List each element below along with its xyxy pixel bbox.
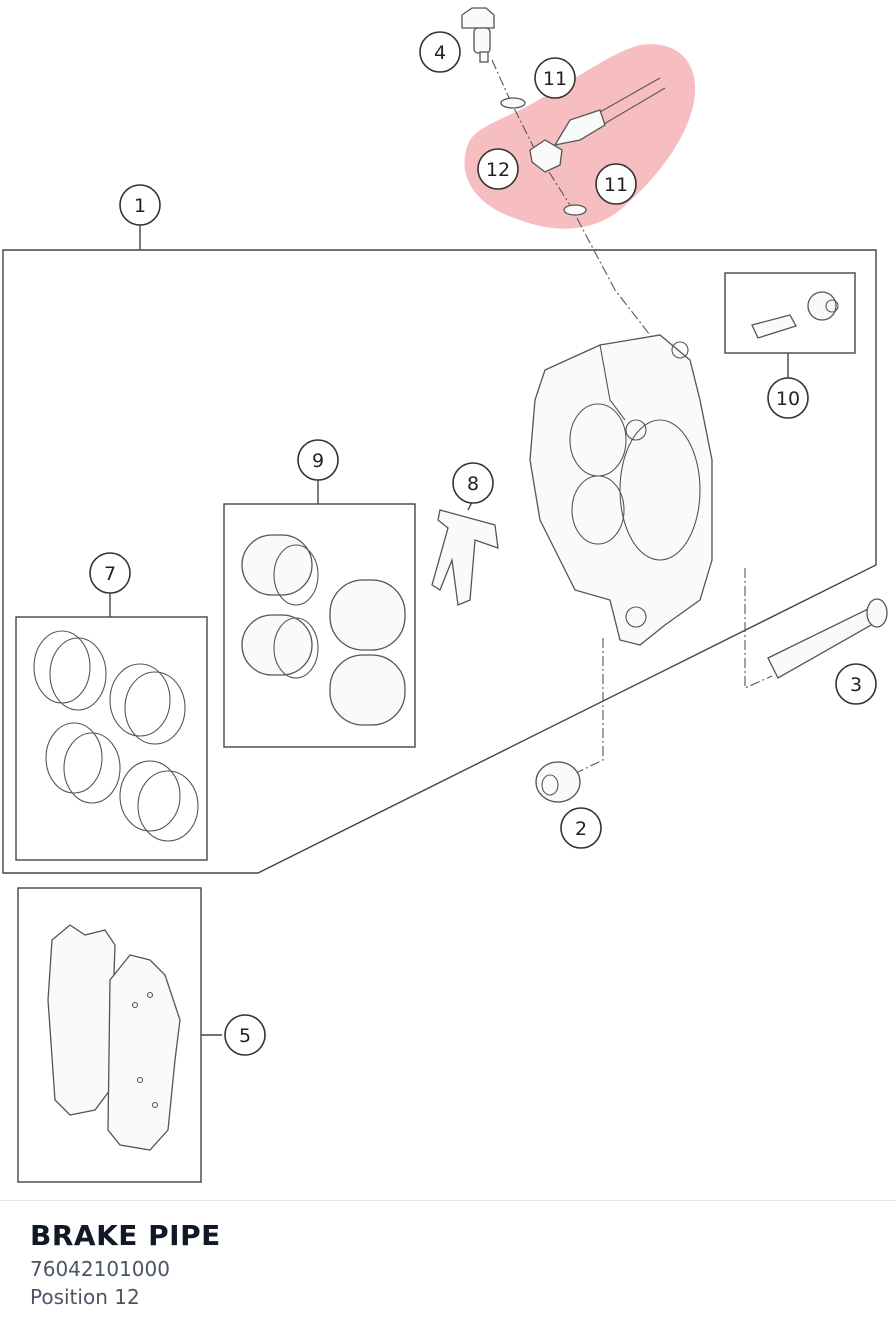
callout-5[interactable]: 5 <box>224 1014 266 1056</box>
svg-text:2: 2 <box>575 818 587 840</box>
svg-text:12: 12 <box>486 159 510 181</box>
pad-spring-part <box>431 509 499 606</box>
callout-2[interactable]: 2 <box>560 807 602 849</box>
bleeder-part <box>751 291 839 339</box>
bushing-part <box>535 761 581 803</box>
svg-text:8: 8 <box>467 473 479 495</box>
callout-11-bottom[interactable]: 11 <box>595 163 637 205</box>
bleeder-kit-box <box>724 272 856 354</box>
part-title: BRAKE PIPE <box>30 1219 221 1252</box>
part-number: 76042101000 <box>30 1257 170 1281</box>
callout-12[interactable]: 12 <box>477 148 519 190</box>
piston-part <box>241 534 406 726</box>
callout-8[interactable]: 8 <box>452 462 494 504</box>
part-position: Position 12 <box>30 1285 140 1309</box>
svg-text:1: 1 <box>134 195 146 217</box>
svg-text:11: 11 <box>543 68 567 90</box>
svg-text:5: 5 <box>239 1025 251 1047</box>
callout-3[interactable]: 3 <box>835 663 877 705</box>
banjo-bolt-part <box>461 7 495 63</box>
exploded-diagram: 4 11 12 11 1 10 9 8 7 3 2 5 <box>2 7 888 1183</box>
svg-text:7: 7 <box>104 563 116 585</box>
part-info-panel: BRAKE PIPE 76042101000 Position 12 <box>0 1200 896 1336</box>
guide-pin-part <box>767 598 888 679</box>
washer-part <box>563 204 587 216</box>
callout-11-top[interactable]: 11 <box>534 57 576 99</box>
svg-text:10: 10 <box>776 388 800 410</box>
assembly-frame-1 <box>2 249 877 874</box>
brake-pad-part <box>47 924 181 1151</box>
caliper-body-part <box>529 334 713 646</box>
callout-10[interactable]: 10 <box>767 377 809 419</box>
washer-part <box>500 97 526 109</box>
callout-1[interactable]: 1 <box>119 184 161 226</box>
callout-4[interactable]: 4 <box>419 31 461 73</box>
svg-text:4: 4 <box>434 42 446 64</box>
seal-kit-box <box>15 616 208 861</box>
svg-text:9: 9 <box>312 450 324 472</box>
svg-text:3: 3 <box>850 674 862 696</box>
callout-7[interactable]: 7 <box>89 552 131 594</box>
svg-text:11: 11 <box>604 174 628 196</box>
seal-ring-part <box>33 630 199 842</box>
piston-kit-box <box>223 503 416 748</box>
callout-9[interactable]: 9 <box>297 439 339 481</box>
brake-pipe-part <box>529 77 666 173</box>
